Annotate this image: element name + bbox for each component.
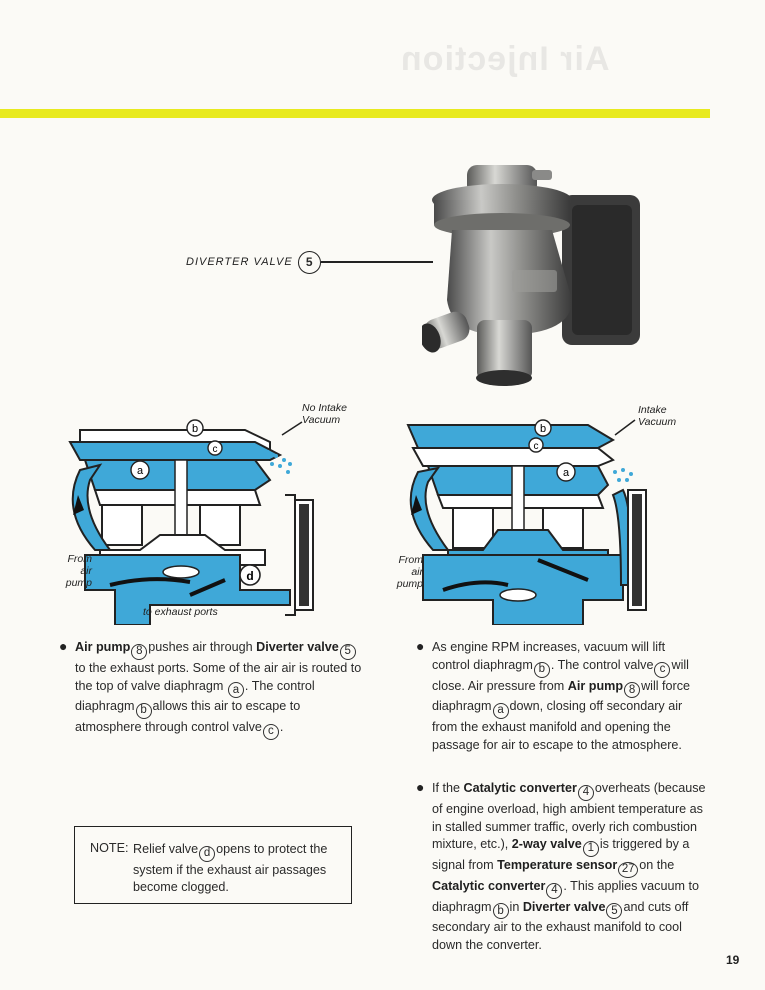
term-catalytic-converter: Catalytic converter [432,878,546,893]
callout-label: DIVERTER VALVE [186,256,293,268]
bullet-dot: ● [59,638,68,654]
diverter-valve-callout: DIVERTER VALVE 5 [186,250,433,274]
ref-8: 8 [624,682,641,699]
text: opens to protect the system if the exhau… [133,842,328,895]
term-catalytic-converter: Catalytic converter [463,781,577,795]
ref-a: a [227,682,244,699]
ref-5: 5 [339,643,356,660]
bullet-engine-rpm: ● As engine RPM increases, vacuum will l… [416,638,702,755]
ref-8: 8 [131,643,148,660]
yellow-header-bar [0,109,710,118]
term-air-pump: Air pump [75,640,131,654]
ref-c: c [654,661,671,678]
text: . The control diaphragm [75,678,315,714]
ref-c: c [262,723,279,740]
text: on the [639,858,675,873]
text: Relief valve [133,842,199,856]
diagram-intake-vacuum: b c a Intake Vacuum From air pump [383,400,713,626]
ref-b: b [492,903,509,920]
text: down, closing off secondary air from the… [432,699,683,752]
mark-a: a [563,467,570,479]
ref-b: b [533,661,550,678]
label-to-exhaust-ports: to exhaust ports [143,606,218,618]
callout-leader-line [320,261,433,263]
bleed-through-text: Air Injection [400,40,610,78]
text: will force diaphragm [432,678,691,714]
bullet-dot: ● [416,779,425,795]
callout-number: 5 [297,250,321,274]
text: . The control valve [550,657,654,672]
mark-b: b [192,423,198,435]
ref-d: d [199,845,216,862]
text: If the [432,781,464,795]
ref-1: 1 [582,841,599,858]
text: will close. Air pressure from [432,657,689,693]
text: in [509,899,523,914]
ref-4: 4 [577,784,594,801]
mark-a: a [137,465,144,477]
page-number: 19 [726,953,740,967]
text: pushes air through [148,640,257,654]
text: As engine RPM increases, vacuum will lif… [432,640,666,672]
bullet-dot: ● [416,638,425,654]
term-air-pump: Air pump [567,678,624,693]
text: . This applies vacuum to diaphragm [432,878,699,914]
text: . [279,720,284,735]
text: and cuts off secondary air to the exhaus… [432,899,689,953]
diagram-left-drawing: b c a d [68,419,314,626]
ref-5: 5 [606,903,623,920]
term-2-way-valve: 2-way valve [511,837,582,852]
text: is triggered by a signal from [432,837,690,873]
mark-b: b [540,423,546,435]
label-intake-vacuum: Intake Vacuum [638,404,677,428]
term-diverter-valve: Diverter valve [522,899,606,914]
diverter-valve-photo [422,165,640,386]
term-diverter-valve: Diverter valve [256,640,339,654]
diagram-right-drawing: b c a [406,419,647,626]
ref-4: 4 [546,882,563,899]
text: allows this air to escape to atmosphere … [75,699,301,735]
ref-a: a [492,703,509,720]
mark-d: d [246,569,253,583]
note-label: NOTE: [90,841,129,855]
mark-c: c [213,444,218,455]
ref-27: 27 [618,861,639,878]
label-from-air-pump: From air pump [396,554,423,590]
text: overheats (because of engine overload, h… [432,781,706,852]
label-no-intake-vacuum: No Intake Vacuum [302,402,347,426]
diagram-no-intake-vacuum: b c a d No Intake Vacuum From air pump t… [40,400,370,626]
mark-c: c [534,441,539,452]
text: to the exhaust ports. Some of the air ai… [75,660,362,693]
ref-b: b [135,703,152,720]
term-temperature-sensor: Temperature sensor [497,858,618,873]
label-from-air-pump: From air pump [65,553,92,589]
